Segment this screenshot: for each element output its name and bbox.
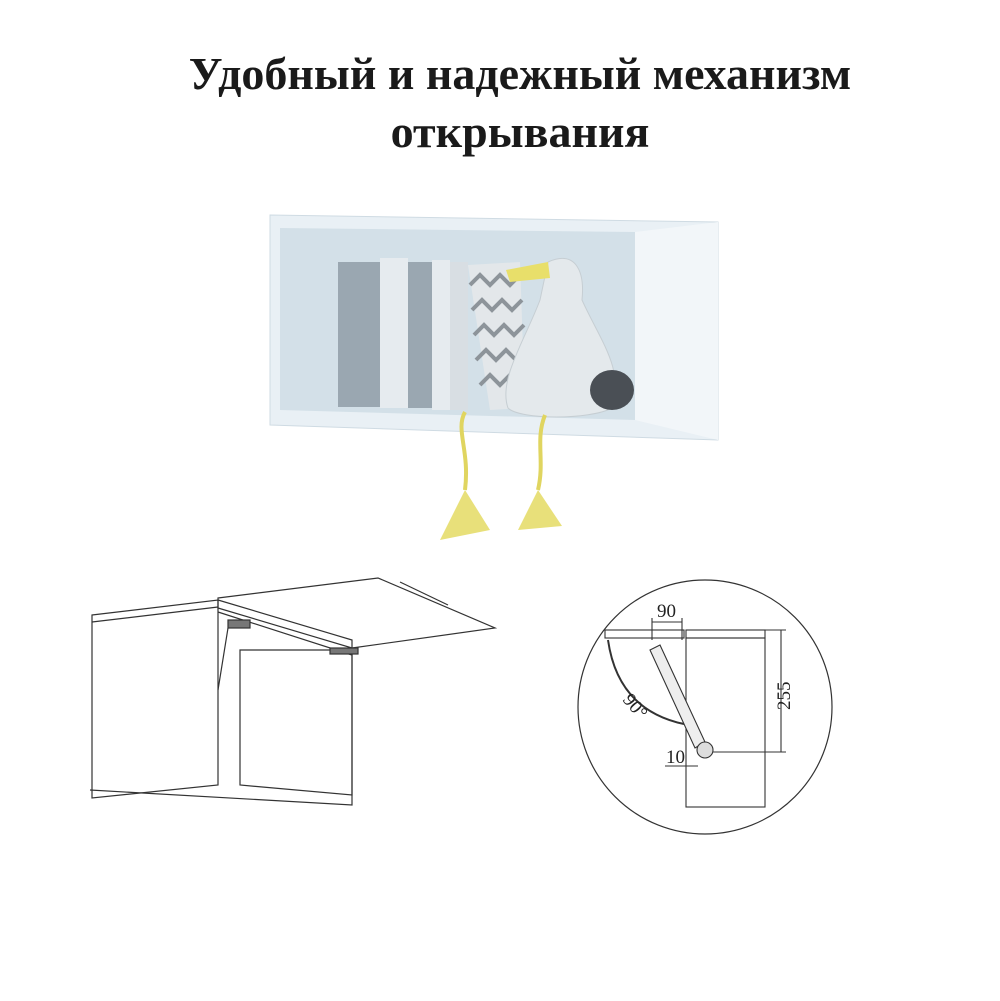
books xyxy=(338,258,468,410)
goose-toy xyxy=(440,257,634,540)
height-dimension-label: 255 xyxy=(774,682,795,711)
open-cabinet-drawing xyxy=(89,577,498,806)
offset-dimension-label: 10 xyxy=(666,747,685,768)
angle-label: 90° xyxy=(618,690,651,724)
width-dimension-label: 90 xyxy=(657,601,676,622)
shelf-photo xyxy=(269,214,719,540)
mechanism-detail-diagram: 90 255 90° 10 xyxy=(577,579,833,835)
title-line-1: Удобный и надежный механизм xyxy=(188,48,852,99)
title-line-2: открывания xyxy=(390,106,650,157)
